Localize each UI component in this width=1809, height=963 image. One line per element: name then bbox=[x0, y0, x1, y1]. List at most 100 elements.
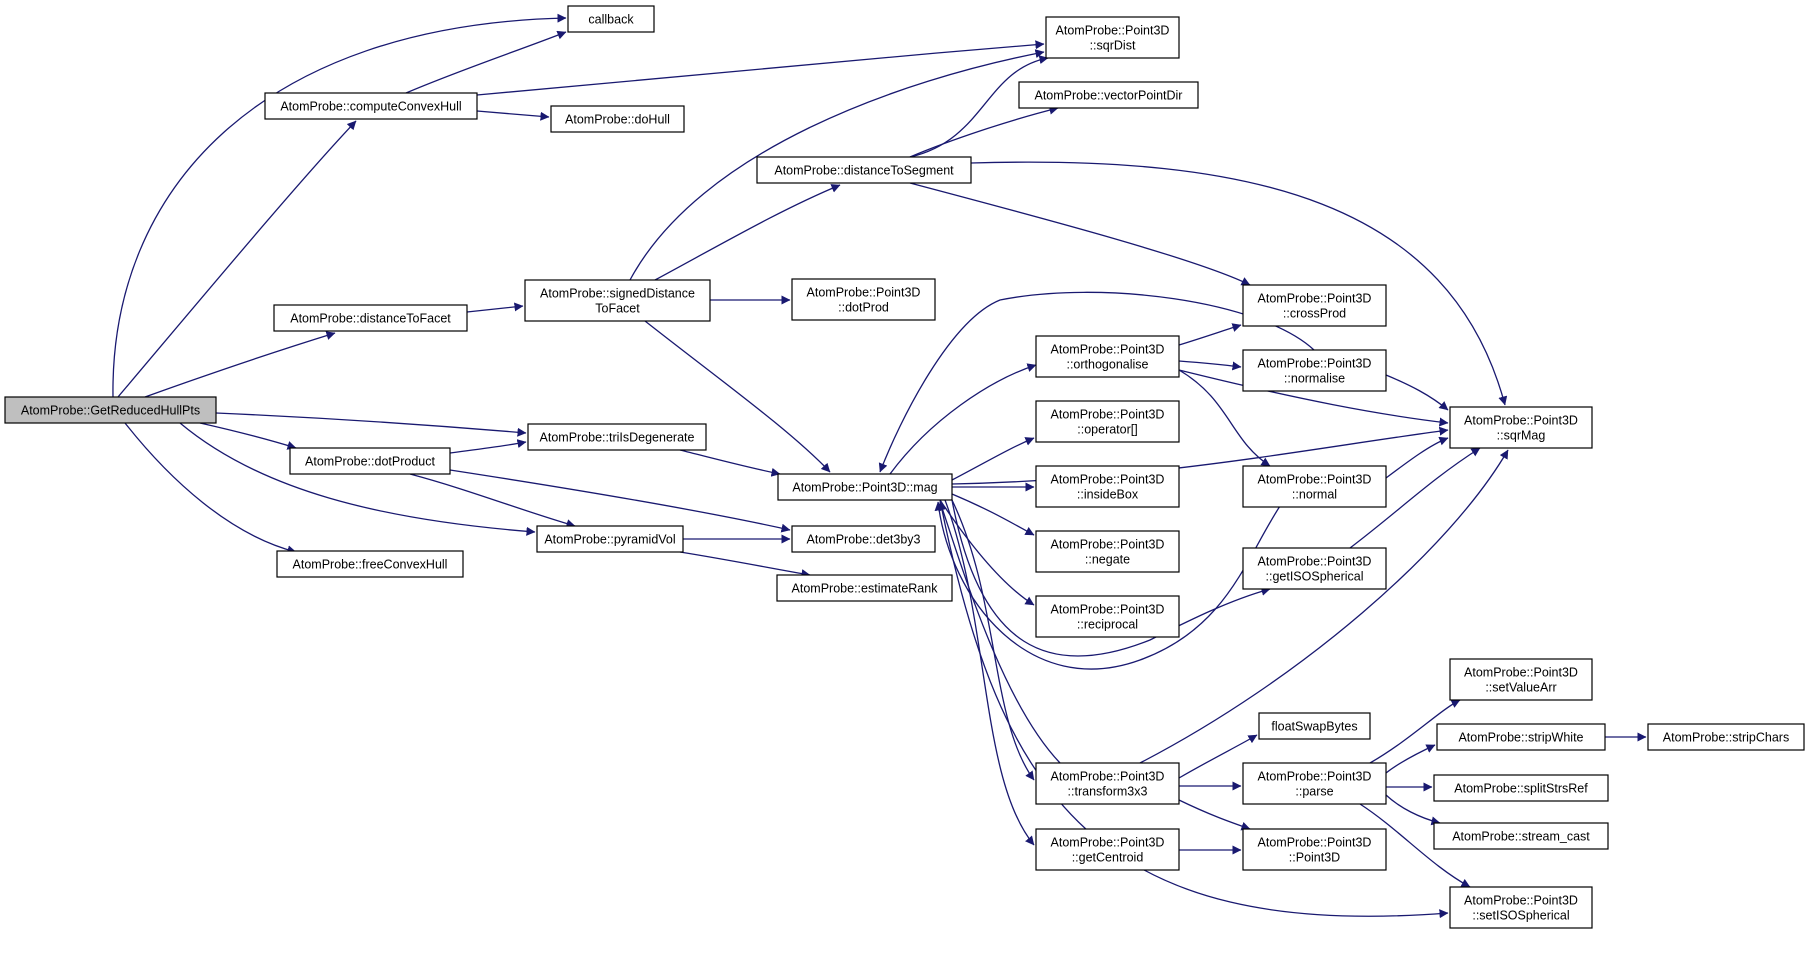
node-label: AtomProbe::distanceToFacet bbox=[290, 312, 451, 326]
node-normalise[interactable]: AtomProbe::Point3D::normalise bbox=[1242, 349, 1387, 392]
node-streamCast[interactable]: AtomProbe::stream_cast bbox=[1433, 822, 1609, 850]
node-box bbox=[1433, 774, 1609, 802]
node-getCentroid[interactable]: AtomProbe::Point3D::getCentroid bbox=[1035, 828, 1180, 871]
node-sqrDist[interactable]: AtomProbe::Point3D::sqrDist bbox=[1045, 16, 1180, 59]
edge-mag-to-getCentroid bbox=[944, 499, 1035, 846]
node-label: floatSwapBytes bbox=[1271, 720, 1357, 734]
node-label: ::sqrMag bbox=[1497, 429, 1546, 443]
node-box bbox=[1449, 658, 1593, 701]
node-box bbox=[1258, 712, 1371, 740]
node-label: AtomProbe::Point3D bbox=[1051, 343, 1165, 357]
node-label: ::orthogonalise bbox=[1066, 358, 1148, 372]
node-box bbox=[791, 525, 936, 553]
edge-getReducedHullPts-to-callback bbox=[112, 13, 567, 398]
node-box bbox=[1035, 335, 1180, 378]
node-label: AtomProbe::Point3D bbox=[807, 286, 921, 300]
edge-orthogonalise-to-normal bbox=[1178, 369, 1271, 467]
node-point3DCtor[interactable]: AtomProbe::Point3D::Point3D bbox=[1242, 828, 1387, 871]
node-label: AtomProbe::stripChars bbox=[1663, 731, 1789, 745]
node-det3by3[interactable]: AtomProbe::det3by3 bbox=[791, 525, 936, 553]
node-box bbox=[1647, 723, 1805, 751]
node-vectorPointDir[interactable]: AtomProbe::vectorPointDir bbox=[1018, 81, 1199, 109]
edge-getReducedHullPts-to-computeConvexHull bbox=[117, 120, 357, 398]
node-label: ::sqrDist bbox=[1090, 39, 1136, 53]
node-box bbox=[1035, 595, 1180, 638]
node-label: ::insideBox bbox=[1077, 488, 1139, 502]
node-box bbox=[567, 5, 655, 33]
node-splitStrsRef[interactable]: AtomProbe::splitStrsRef bbox=[1433, 774, 1609, 802]
node-setISOSpherical[interactable]: AtomProbe::Point3D::setISOSpherical bbox=[1449, 886, 1593, 929]
node-reciprocal[interactable]: AtomProbe::Point3D::reciprocal bbox=[1035, 595, 1180, 638]
nodes-layer: AtomProbe::GetReducedHullPtscallbackAtom… bbox=[4, 5, 1805, 929]
node-label: AtomProbe::Point3D bbox=[1051, 836, 1165, 850]
edge-getReducedHullPts-to-triIsDegenerate bbox=[215, 412, 527, 437]
node-label: ::negate bbox=[1085, 553, 1130, 567]
node-floatSwapBytes[interactable]: floatSwapBytes bbox=[1258, 712, 1371, 740]
node-box bbox=[524, 279, 711, 322]
node-label: ::dotProd bbox=[838, 301, 889, 315]
node-box bbox=[1242, 828, 1387, 871]
node-label: AtomProbe::Point3D::mag bbox=[792, 481, 937, 495]
node-distanceToFacet[interactable]: AtomProbe::distanceToFacet bbox=[273, 304, 468, 332]
node-transform3x3[interactable]: AtomProbe::Point3D::transform3x3 bbox=[1035, 762, 1180, 805]
node-callback[interactable]: callback bbox=[567, 5, 655, 33]
node-label: AtomProbe::splitStrsRef bbox=[1454, 782, 1588, 796]
node-label: AtomProbe::Point3D bbox=[1051, 603, 1165, 617]
node-parse[interactable]: AtomProbe::Point3D::parse bbox=[1242, 762, 1387, 805]
node-setValueArr[interactable]: AtomProbe::Point3D::setValueArr bbox=[1449, 658, 1593, 701]
node-label: ::normal bbox=[1292, 488, 1337, 502]
edge-mag-to-negate bbox=[951, 493, 1035, 536]
node-orthogonalise[interactable]: AtomProbe::Point3D::orthogonalise bbox=[1035, 335, 1180, 378]
edges-layer bbox=[112, 13, 1647, 919]
node-stripWhite[interactable]: AtomProbe::stripWhite bbox=[1436, 723, 1606, 751]
node-box bbox=[1018, 81, 1199, 109]
node-sqrMag[interactable]: AtomProbe::Point3D::sqrMag bbox=[1449, 406, 1593, 449]
node-getReducedHullPts[interactable]: AtomProbe::GetReducedHullPts bbox=[4, 396, 217, 424]
node-insideBox[interactable]: AtomProbe::Point3D::insideBox bbox=[1035, 465, 1180, 508]
node-box bbox=[536, 525, 684, 553]
edge-dotProduct-to-triIsDegenerate bbox=[449, 439, 527, 454]
node-label: AtomProbe::Point3D bbox=[1258, 555, 1372, 569]
node-label: AtomProbe::Point3D bbox=[1258, 836, 1372, 850]
node-label: AtomProbe::Point3D bbox=[1258, 292, 1372, 306]
node-box bbox=[1035, 400, 1180, 443]
node-operatorIdx[interactable]: AtomProbe::Point3D::operator[] bbox=[1035, 400, 1180, 443]
node-dotProduct[interactable]: AtomProbe::dotProduct bbox=[289, 447, 451, 475]
node-crossProd[interactable]: AtomProbe::Point3D::crossProd bbox=[1242, 284, 1387, 327]
node-box bbox=[527, 423, 707, 451]
node-mag[interactable]: AtomProbe::Point3D::mag bbox=[777, 473, 953, 501]
node-pyramidVol[interactable]: AtomProbe::pyramidVol bbox=[536, 525, 684, 553]
node-box bbox=[776, 574, 953, 602]
node-box bbox=[1436, 723, 1606, 751]
node-normal[interactable]: AtomProbe::Point3D::normal bbox=[1242, 465, 1387, 508]
node-doHull[interactable]: AtomProbe::doHull bbox=[550, 105, 685, 133]
edge-distanceToSegment-to-sqrMag bbox=[970, 161, 1508, 406]
node-label: AtomProbe::distanceToSegment bbox=[774, 164, 954, 178]
edge-normalise-to-sqrMag bbox=[1385, 374, 1449, 411]
node-label: ToFacet bbox=[595, 302, 640, 316]
edge-computeConvexHull-to-doHull bbox=[476, 110, 550, 121]
edge-transform3x3-to-floatSwapBytes bbox=[1178, 734, 1258, 779]
node-box bbox=[276, 550, 464, 578]
node-box bbox=[1035, 762, 1180, 805]
node-label: AtomProbe::dotProduct bbox=[305, 455, 435, 469]
node-getISOSpherical[interactable]: AtomProbe::Point3D::getISOSpherical bbox=[1242, 547, 1387, 590]
node-label: AtomProbe::Point3D bbox=[1464, 414, 1578, 428]
node-triIsDegenerate[interactable]: AtomProbe::triIsDegenerate bbox=[527, 423, 707, 451]
edge-getISOSpherical-to-sqrMag bbox=[1349, 447, 1481, 549]
node-computeConvexHull[interactable]: AtomProbe::computeConvexHull bbox=[264, 92, 478, 120]
node-label: AtomProbe::Point3D bbox=[1464, 666, 1578, 680]
node-estimateRank[interactable]: AtomProbe::estimateRank bbox=[776, 574, 953, 602]
node-box bbox=[273, 304, 468, 332]
node-label: AtomProbe::Point3D bbox=[1051, 408, 1165, 422]
node-label: AtomProbe::Point3D bbox=[1051, 770, 1165, 784]
node-dotProd[interactable]: AtomProbe::Point3D::dotProd bbox=[791, 278, 936, 321]
node-label: ::reciprocal bbox=[1077, 618, 1138, 632]
node-freeConvexHull[interactable]: AtomProbe::freeConvexHull bbox=[276, 550, 464, 578]
node-stripChars[interactable]: AtomProbe::stripChars bbox=[1647, 723, 1805, 751]
node-negate[interactable]: AtomProbe::Point3D::negate bbox=[1035, 530, 1180, 573]
node-label: AtomProbe::stream_cast bbox=[1452, 830, 1590, 844]
node-distanceToSegment[interactable]: AtomProbe::distanceToSegment bbox=[756, 156, 972, 184]
edge-signedDistanceToFacet-to-distanceToSegment bbox=[654, 184, 841, 281]
